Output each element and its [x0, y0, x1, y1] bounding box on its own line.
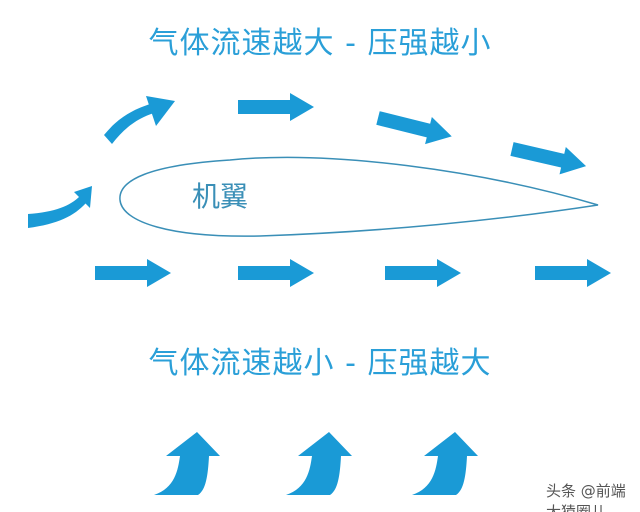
arrow-right-icon — [374, 104, 456, 150]
arrow-right-icon — [535, 259, 611, 287]
watermark: 头条 @前端大猿圈儿 — [546, 482, 626, 512]
arrow-up-icon — [286, 432, 352, 495]
curved-arrow-icon — [104, 96, 175, 144]
wing-label: 机翼 — [192, 180, 249, 213]
arrow-up-icon — [412, 432, 478, 495]
title-slow-flow: 气体流速越小 - 压强越大 — [148, 346, 492, 381]
arrow-right-icon — [238, 93, 314, 121]
arrow-right-icon — [385, 259, 461, 287]
arrow-right-icon — [95, 259, 171, 287]
curved-arrow-icon — [28, 186, 92, 228]
arrow-up-icon — [154, 432, 220, 495]
wing-outline — [119, 156, 599, 237]
title-fast-flow: 气体流速越大 - 压强越小 — [148, 26, 492, 61]
arrow-right-icon — [238, 259, 314, 287]
arrow-right-icon — [508, 135, 590, 180]
